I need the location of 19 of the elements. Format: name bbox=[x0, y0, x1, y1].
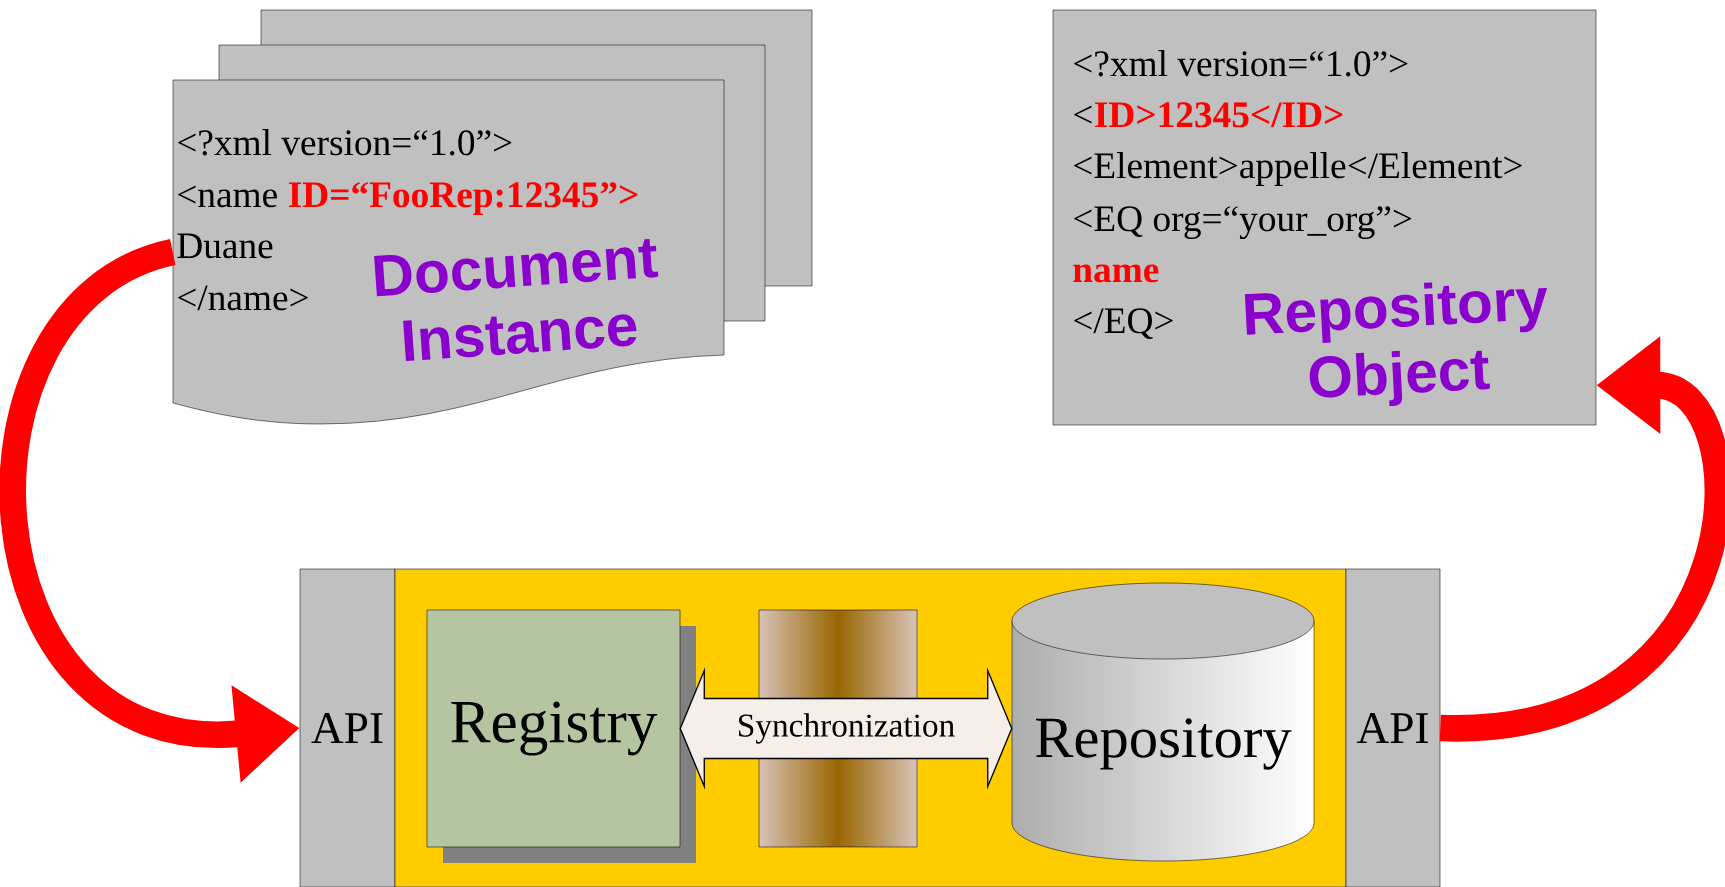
code-line: <EQ org=“your_org”> bbox=[1074, 206, 1412, 240]
code-line: < bbox=[1074, 105, 1092, 124]
api-panel: API bbox=[299, 568, 396, 887]
code-line: </name> bbox=[178, 285, 308, 311]
edge-label: Synchronization bbox=[735, 712, 957, 745]
code-line: <name bbox=[178, 185, 277, 208]
wordart-title: Document Instance bbox=[374, 238, 659, 362]
api-panel: API bbox=[1345, 568, 1441, 887]
registry-box: Registry bbox=[426, 609, 696, 863]
code-line: name bbox=[1073, 264, 1159, 283]
code-line: ID>12345</ID> bbox=[1095, 102, 1343, 128]
code-line: </EQ> bbox=[1074, 308, 1173, 340]
code-line: ID=“FooRep:12345”> bbox=[288, 182, 638, 215]
code-line: Duane bbox=[177, 233, 273, 259]
code-line: <Element>appelle</Element> bbox=[1074, 152, 1522, 186]
database-cylinder: Repository bbox=[1011, 582, 1315, 862]
code-line: <?xml version=“1.0”> bbox=[1074, 50, 1408, 77]
wordart-title: Repository Object bbox=[1244, 282, 1548, 406]
code-line: <?xml version=“1.0”> bbox=[178, 129, 512, 156]
